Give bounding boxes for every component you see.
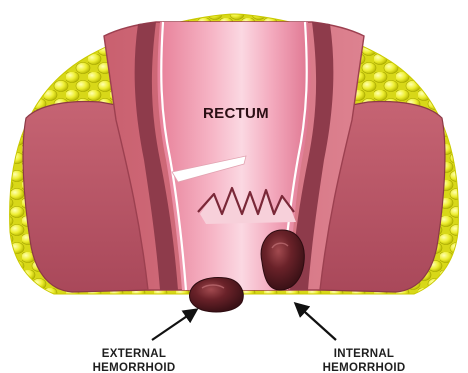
rectum-label: RECTUM [203, 105, 269, 122]
external-label-line1: EXTERNAL [102, 348, 166, 360]
internal-hemorrhoid-arrow [296, 304, 336, 340]
internal-label-line2: HEMORRHOID [323, 362, 406, 373]
external-label-line2: HEMORRHOID [93, 362, 176, 373]
internal-label-line1: INTERNAL [334, 348, 395, 360]
external-hemorrhoid-arrow [152, 310, 196, 340]
external-hemorrhoid [190, 278, 244, 312]
